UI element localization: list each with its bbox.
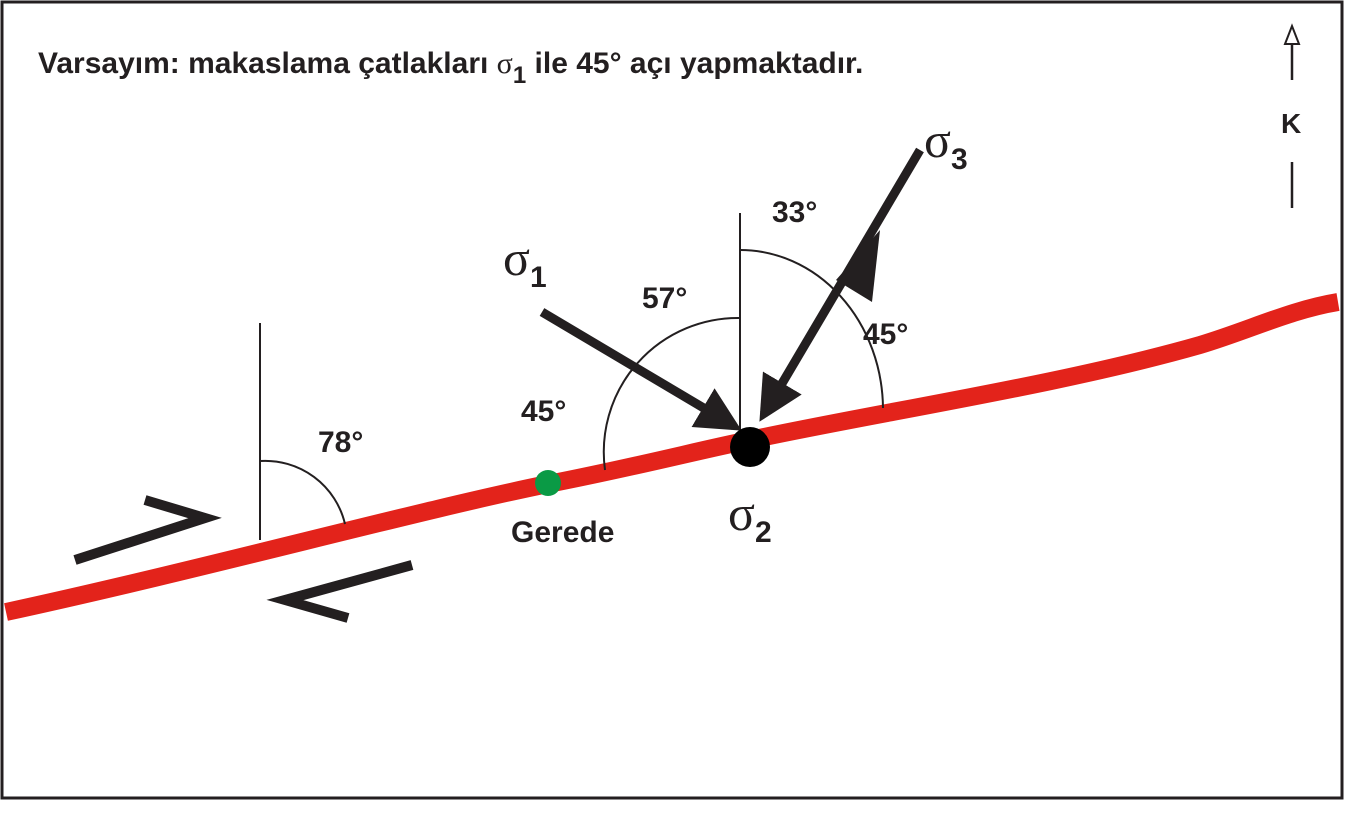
- fault-line: [4, 293, 1340, 621]
- title-prefix: Varsayım: makaslama çatlakları: [38, 47, 497, 80]
- left-angle-label: 78°: [318, 426, 363, 459]
- shear-arrow-upper-icon: [73, 495, 222, 565]
- arc-sigma3-side: [739, 249, 884, 409]
- angle-33-label: 33°: [772, 196, 817, 229]
- gerede-label: Gerede: [511, 516, 614, 549]
- sigma3-label: σ3: [924, 112, 968, 176]
- gerede-location-dot: [535, 470, 561, 496]
- title-sigma-subscript: 1: [513, 62, 526, 89]
- angle-45-left-label: 45°: [521, 395, 566, 428]
- angle-45-right-label: 45°: [863, 318, 908, 351]
- sigma1-arrow: [539, 308, 742, 431]
- sigma2-point: [730, 427, 770, 467]
- sigma3-arrow-mid-head: [836, 230, 880, 302]
- angle-57-label: 57°: [642, 282, 687, 315]
- title-suffix: ile 45° açı yapmaktadır.: [526, 47, 863, 80]
- north-label: K: [1281, 108, 1301, 139]
- left-angle-arc: [259, 459, 346, 525]
- north-arrow-icon: K: [1281, 23, 1301, 208]
- assumption-title: Varsayım: makaslama çatlakları σ1 ile 45…: [38, 47, 863, 89]
- sigma2-label: σ2: [728, 485, 772, 549]
- title-sigma-symbol: σ: [497, 47, 513, 80]
- arc-sigma1-side: [602, 316, 741, 471]
- sigma1-label: σ1: [503, 230, 547, 294]
- shear-arrow-lower-icon: [266, 560, 414, 623]
- diagram-border: [0, 0, 1344, 800]
